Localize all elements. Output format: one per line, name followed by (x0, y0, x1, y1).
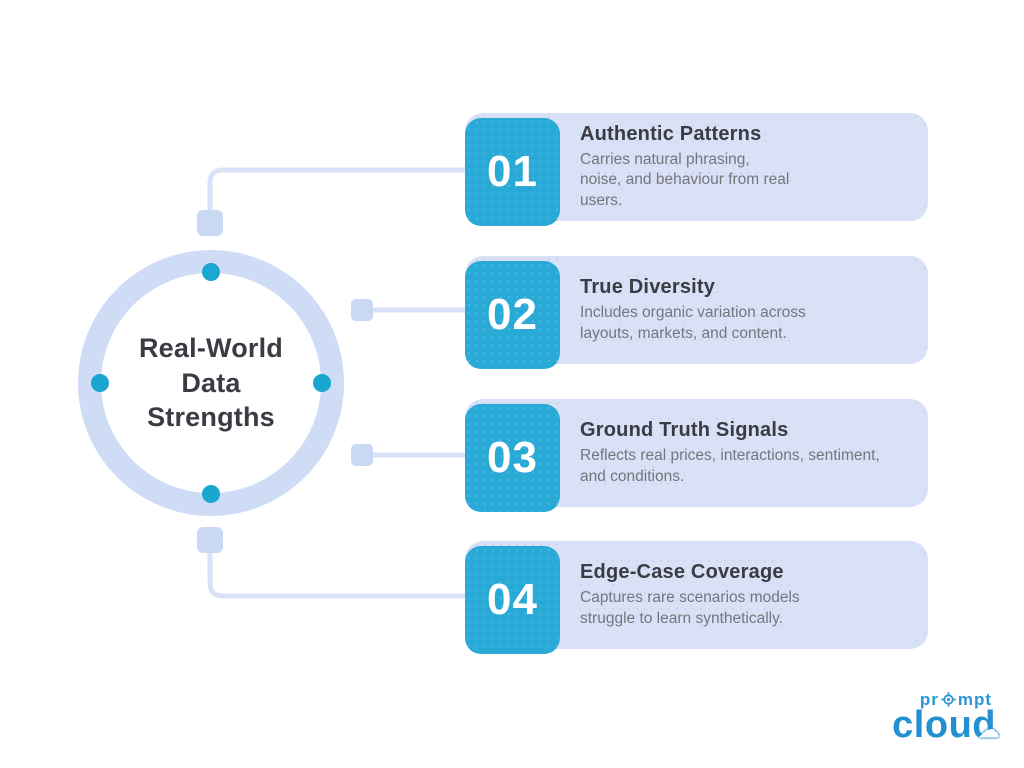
card-description: Carries natural phrasing, noise, and beh… (580, 150, 790, 209)
logo-prompt-right: mpt (957, 689, 992, 709)
logo-prompt-left: pr (919, 689, 939, 709)
logo-cloud-text: cloud ☁ (892, 703, 1000, 746)
strength-card-2: 02 True Diversity Includes organic varia… (465, 256, 928, 369)
item-number-badge: 01 (465, 118, 560, 226)
strength-card-4: 04 Edge-Case Coverage Captures rare scen… (465, 541, 928, 654)
card-title: Authentic Patterns (580, 122, 762, 145)
hub-dot-right (313, 374, 331, 392)
strength-card-1: 01 Authentic Patterns Carries natural ph… (465, 113, 928, 226)
strength-card-3: 03 Ground Truth Signals Reflects real pr… (465, 399, 928, 512)
hub-title: Real-World Data Strengths (138, 333, 283, 433)
item-number-badge: 02 (465, 261, 560, 369)
card-description: Reflects real prices, interactions, sent… (580, 447, 880, 485)
item-number: 03 (487, 433, 538, 482)
item-number: 01 (487, 147, 538, 196)
connector-node-4 (197, 527, 223, 553)
item-number-badge: 04 (465, 546, 560, 654)
logo-prompt-text: pr mpt (892, 691, 996, 708)
card-title: Ground Truth Signals (580, 419, 789, 442)
promptcloud-logo: pr mpt cloud ☁ (892, 691, 1000, 746)
target-icon (941, 692, 956, 707)
item-number: 02 (487, 290, 538, 339)
hub-dot-bottom (202, 485, 220, 503)
cloud-icon: ☁ (978, 719, 1000, 742)
connector-node-2 (351, 299, 373, 321)
card-description: Captures rare scenarios models struggle … (580, 589, 800, 627)
hub-dot-left (91, 374, 109, 392)
connector-node-3 (351, 444, 373, 466)
hub-dot-top (202, 263, 220, 281)
connector-node-1 (197, 210, 223, 236)
item-number: 04 (487, 575, 538, 624)
card-title: Edge-Case Coverage (580, 561, 784, 584)
card-description: Includes organic variation across layout… (580, 304, 806, 342)
item-number-badge: 03 (465, 404, 560, 512)
card-title: True Diversity (580, 276, 716, 299)
